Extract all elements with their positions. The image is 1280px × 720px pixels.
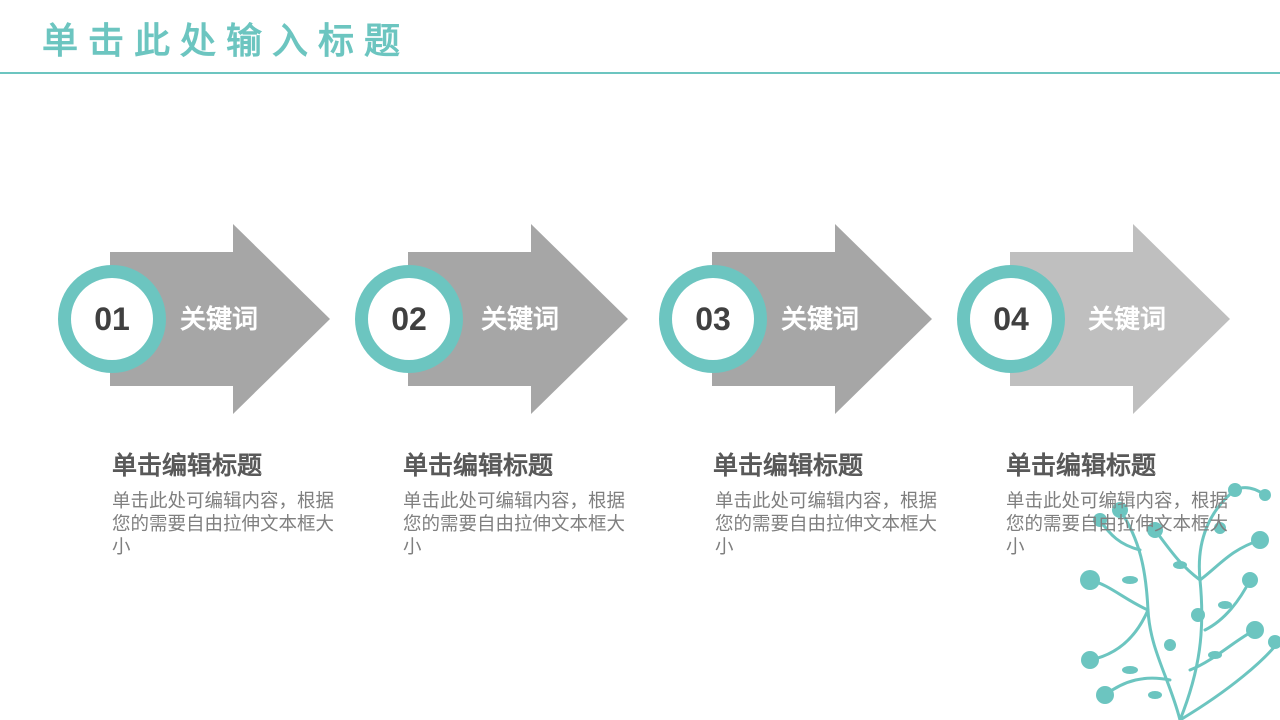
step-body-3: 单击此处可编辑内容，根据您的需要自由拉伸文本框大小 (715, 491, 938, 558)
step-arrow-1 (110, 224, 330, 414)
floral-vine-icon (1080, 483, 1280, 720)
step-badge-1: 01 (58, 265, 166, 373)
step-heading-3: 单击编辑标题 (713, 451, 864, 480)
step-badge-4: 04 (957, 265, 1065, 373)
step-number-1: 01 (71, 278, 153, 360)
title-divider (0, 72, 1280, 74)
step-number-4: 04 (970, 278, 1052, 360)
step-heading-4: 单击编辑标题 (1006, 451, 1157, 480)
step-keyword-3: 关键词 (781, 305, 860, 335)
step-arrow-2 (408, 224, 628, 414)
step-keyword-2: 关键词 (481, 305, 560, 335)
step-badge-2: 02 (355, 265, 463, 373)
step-badge-3: 03 (659, 265, 767, 373)
step-body-1: 单击此处可编辑内容，根据您的需要自由拉伸文本框大小 (112, 491, 335, 558)
step-body-2: 单击此处可编辑内容，根据您的需要自由拉伸文本框大小 (403, 491, 626, 558)
step-arrow-3 (712, 224, 932, 414)
step-number-2: 02 (368, 278, 450, 360)
slide-title: 单击此处输入标题 (42, 21, 411, 62)
step-body-4: 单击此处可编辑内容，根据您的需要自由拉伸文本框大小 (1006, 491, 1229, 558)
step-number-3: 03 (672, 278, 754, 360)
step-arrow-4 (1010, 224, 1230, 414)
step-heading-2: 单击编辑标题 (403, 451, 554, 480)
step-heading-1: 单击编辑标题 (112, 451, 263, 480)
step-keyword-1: 关键词 (180, 305, 259, 335)
step-keyword-4: 关键词 (1088, 305, 1167, 335)
